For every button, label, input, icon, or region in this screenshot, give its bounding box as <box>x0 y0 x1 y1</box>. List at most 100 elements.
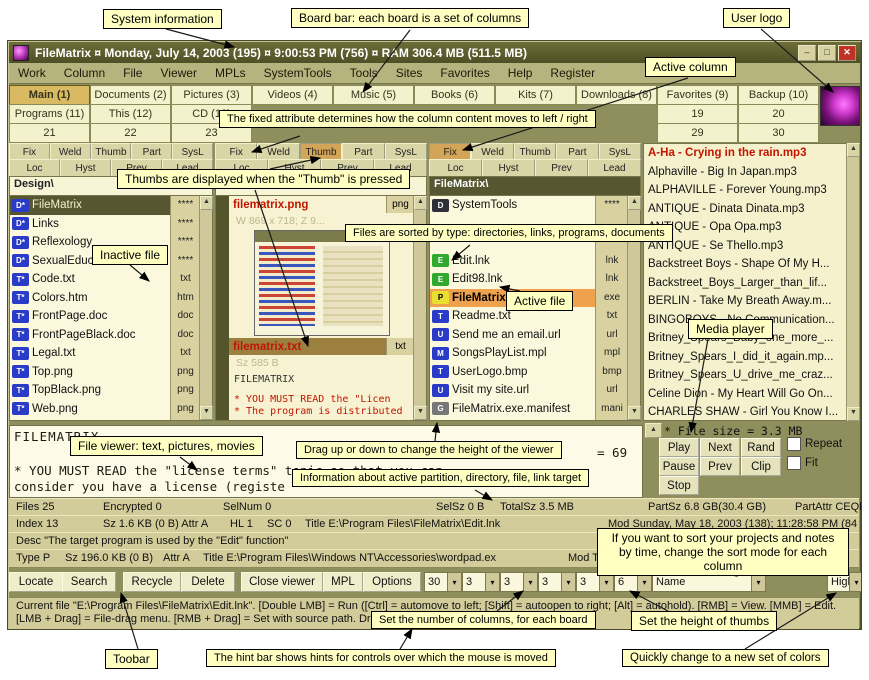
maximize-button[interactable]: □ <box>818 44 836 61</box>
column-attr-loc[interactable]: Loc <box>429 159 482 177</box>
toolbar-select-1[interactable]: 30▾ <box>424 572 462 592</box>
playlist-item[interactable]: ANTIQUE - Se Thello.mp3 <box>648 239 784 252</box>
menu-work[interactable]: Work <box>18 66 46 80</box>
playlist-item[interactable]: Alphaville - Big In Japan.mp3 <box>648 165 797 178</box>
board-tab-7[interactable]: Kits (7) <box>495 85 576 105</box>
column-attr-hyst[interactable]: Hyst <box>60 159 111 177</box>
media-play-button[interactable]: Play <box>659 438 699 457</box>
toolbar-options-button[interactable]: Options <box>363 572 421 592</box>
scroll-down-icon[interactable]: ▼ <box>847 407 860 421</box>
playlist-item[interactable]: Britney_Spears_U_drive_me_craz... <box>648 369 833 381</box>
menu-favorites[interactable]: Favorites <box>440 66 490 80</box>
scroll-down-icon[interactable]: ▼ <box>628 406 641 420</box>
board-tab-3[interactable]: Pictures (3) <box>171 85 252 105</box>
scrollbar[interactable]: ▲▼ <box>846 143 860 421</box>
toolbar-mpl-button[interactable]: MPL <box>323 572 363 592</box>
menu-viewer[interactable]: Viewer <box>160 66 197 80</box>
column-attr-lead[interactable]: Lead <box>588 159 641 177</box>
file-row[interactable]: D*FileMatrix <box>10 196 170 215</box>
file-row[interactable]: T*Legal.txt <box>10 344 170 363</box>
file-row[interactable]: D*SexualEducatio <box>10 252 170 271</box>
board-tab-29[interactable]: 29 <box>657 123 738 143</box>
thumb-item[interactable]: filematrix.png png <box>229 196 414 213</box>
scrollbar[interactable]: ▲▼ <box>199 196 213 420</box>
playlist-item[interactable]: Backstreet_Boys_Larger_than_lif... <box>648 276 827 289</box>
board-tab-30[interactable]: 30 <box>738 123 819 143</box>
file-row[interactable]: T*FrontPage.doc <box>10 307 170 326</box>
media-pause-button[interactable]: Pause <box>659 457 699 476</box>
board-tab-22[interactable]: 22 <box>90 123 171 143</box>
board-tab-10[interactable]: Backup (10) <box>738 85 819 105</box>
board-tab-9[interactable]: Favorites (9) <box>657 85 738 105</box>
menu-register[interactable]: Register <box>550 66 596 80</box>
playlist-item[interactable]: Celine Dion - My Heart Will Go On... <box>648 387 833 400</box>
toolbar-close-viewer-button[interactable]: Close viewer <box>241 572 323 592</box>
file-row[interactable]: T*Top.png <box>10 363 170 382</box>
toolbar-select-6[interactable]: 6▾ <box>614 572 652 592</box>
user-logo[interactable] <box>820 86 860 126</box>
menu-file[interactable]: File <box>123 66 143 80</box>
toolbar-select-2[interactable]: 3▾ <box>462 572 500 592</box>
repeat-checkbox[interactable]: Repeat <box>787 437 842 451</box>
board-tab-20[interactable]: 20 <box>738 104 819 124</box>
playlist-item[interactable]: CHARLES SHAW - Girl You Know I... <box>648 406 839 418</box>
playlist-item[interactable]: ANTIQUE - Opa Opa.mp3 <box>648 221 782 233</box>
column-attr-loc[interactable]: Loc <box>9 159 60 177</box>
playlist-item[interactable]: ALPHAVILLE - Forever Young.mp3 <box>648 184 827 196</box>
playlist-item[interactable]: Backstreet Boys - Shape Of My H... <box>648 258 830 270</box>
board-tab-12[interactable]: This (12) <box>90 104 171 124</box>
file-row[interactable]: T*Code.txt <box>10 270 170 289</box>
file-row[interactable]: T*Web.png <box>10 400 170 419</box>
file-row[interactable]: T*Colors.htm <box>10 289 170 308</box>
file-row[interactable]: T*TopBlack.png <box>10 381 170 400</box>
column-path[interactable]: FileMatrix\ <box>429 176 641 198</box>
close-button[interactable]: ✕ <box>838 44 856 61</box>
board-tab-4[interactable]: Videos (4) <box>252 85 333 105</box>
toolbar-select-3[interactable]: 3▾ <box>500 572 538 592</box>
board-tab-21[interactable]: 21 <box>9 123 90 143</box>
minimize-button[interactable]: – <box>798 44 816 61</box>
media-prev-button[interactable]: Prev <box>700 457 740 476</box>
board-tab-11[interactable]: Programs (11) <box>9 104 90 124</box>
toolbar-search-button[interactable]: Search <box>62 572 116 592</box>
menu-help[interactable]: Help <box>507 66 533 80</box>
board-tab-19[interactable]: 19 <box>657 104 738 124</box>
column-attr-hyst[interactable]: Hyst <box>482 159 535 177</box>
board-tab-8[interactable]: Downloads (8) <box>576 85 657 105</box>
toolbar-select-5[interactable]: 3▾ <box>576 572 614 592</box>
file-row[interactable]: D*Reflexology <box>10 233 170 252</box>
menu-sites[interactable]: Sites <box>395 66 423 80</box>
playlist-item[interactable]: Britney_Spears_I_did_it_again.mp... <box>648 350 834 363</box>
thumb-item-selected[interactable]: filematrix.txt txt <box>229 338 414 355</box>
toolbar-select-4[interactable]: 3▾ <box>538 572 576 592</box>
fit-checkbox[interactable]: Fit <box>787 456 818 470</box>
scrollbar[interactable]: ▲▼ <box>627 196 641 420</box>
board-tab-1[interactable]: Main (1) <box>9 85 90 105</box>
media-next-button[interactable]: Next <box>700 438 740 457</box>
scroll-up-icon[interactable]: ▲ <box>414 196 427 210</box>
media-rand-button[interactable]: Rand <box>741 438 781 457</box>
scroll-up-icon[interactable]: ▲ <box>847 143 860 157</box>
board-tab-23[interactable]: 23 <box>171 123 252 143</box>
scrollbar[interactable]: ▲▼ <box>413 196 427 420</box>
menu-column[interactable]: Column <box>63 66 106 80</box>
scroll-down-icon[interactable]: ▼ <box>200 406 213 420</box>
scroll-up-icon[interactable]: ▲ <box>200 196 213 210</box>
media-clip-button[interactable]: Clip <box>741 457 781 476</box>
toolbar-locate-button[interactable]: Locate <box>9 572 63 592</box>
menu-tools[interactable]: Tools <box>349 66 378 80</box>
board-tab-5[interactable]: Music (5) <box>333 85 414 105</box>
media-stop-button[interactable]: Stop <box>659 476 699 495</box>
toolbar-delete-button[interactable]: Delete <box>181 572 235 592</box>
file-row[interactable]: D*Links <box>10 215 170 234</box>
menu-systemtools[interactable]: SystemTools <box>263 66 332 80</box>
menu-mpls[interactable]: MPLs <box>214 66 246 80</box>
